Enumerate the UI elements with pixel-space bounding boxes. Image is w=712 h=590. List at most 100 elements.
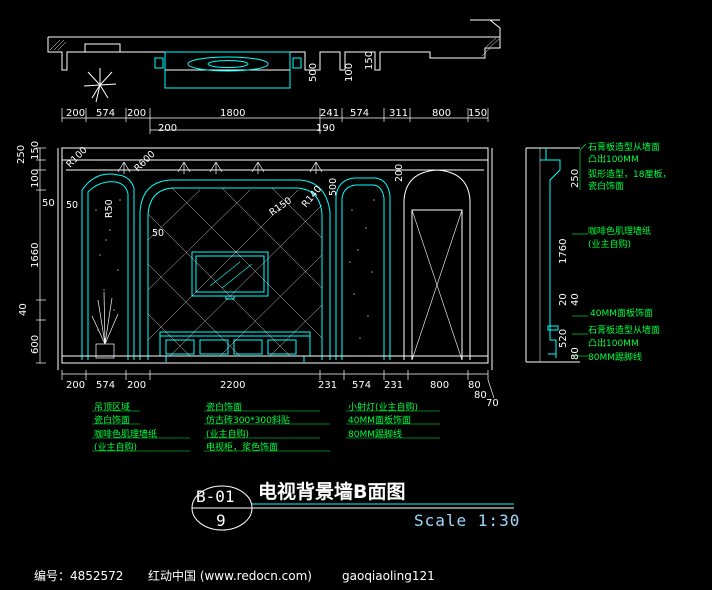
radius-labels: R100 R600 R50 R150 R140 50 50 200 500 bbox=[64, 145, 405, 239]
bottom-dim-574b: 574 bbox=[352, 380, 371, 391]
footer-user: gaoqiaoling121 bbox=[342, 569, 435, 583]
drawing-tag-bottom: 9 bbox=[216, 511, 226, 530]
left-dim-250: 250 bbox=[16, 145, 27, 164]
side-dim-250: 250 bbox=[570, 169, 581, 188]
top-dim-800: 800 bbox=[432, 108, 451, 119]
bottom-dim-70: 70 bbox=[486, 398, 499, 409]
top-dimension-labels: 200 574 200 1800 241 574 311 800 150 200… bbox=[66, 108, 487, 134]
top-dim-row2-190: 190 bbox=[316, 123, 335, 134]
bottom-dim-200b: 200 bbox=[127, 380, 146, 391]
side-note-7: 40MM面板饰面 bbox=[590, 307, 653, 319]
bottom-notes-col3: 小射灯(业主自购) 40MM面板饰面 80MM踢脚线 bbox=[348, 401, 418, 440]
side-note-8: 石膏板造型从墙面 bbox=[588, 324, 660, 336]
bottom-dim-574: 574 bbox=[96, 380, 115, 391]
note-col2-3: (业主自购) bbox=[206, 428, 249, 440]
bottom-dim-231: 231 bbox=[318, 380, 337, 391]
top-dim-200: 200 bbox=[66, 108, 85, 119]
left-dim-40: 40 bbox=[18, 303, 29, 316]
side-dim-40: 40 bbox=[570, 293, 581, 306]
plan-dim-100: 100 bbox=[344, 63, 355, 82]
top-dim-1800: 1800 bbox=[220, 108, 245, 119]
plan-dim-150: 150 bbox=[364, 51, 375, 70]
note-col3-3: 80MM踢脚线 bbox=[348, 428, 402, 440]
left-dim-1660: 1660 bbox=[30, 243, 41, 268]
side-note-5: 咖啡色肌理墙纸 bbox=[588, 225, 651, 237]
title-block: B-01 9 电视背景墙B面图 Scale 1:30 bbox=[191, 480, 520, 531]
note-col2-4: 电视柜，浆色饰面 bbox=[206, 441, 278, 453]
side-note-1: 石膏板造型从墙面 bbox=[588, 141, 660, 153]
potted-plant-icon bbox=[91, 291, 119, 359]
side-notes: 石膏板造型从墙面 凸出100MM 弧形造型，18厘板， 瓷白饰面 咖啡色肌理墙纸… bbox=[588, 141, 671, 363]
top-dim-150: 150 bbox=[468, 108, 487, 119]
note-col1-4: (业主自购) bbox=[94, 441, 137, 453]
side-dim-520: 520 bbox=[558, 329, 569, 348]
left-dimension-labels: 250 150 100 50 1660 40 600 bbox=[16, 141, 55, 354]
note-col1-2: 瓷白饰面 bbox=[94, 414, 130, 426]
side-dim-20: 20 bbox=[558, 293, 569, 306]
plan-vertical-dims: 500 100 150 bbox=[308, 51, 375, 82]
top-dimension-lines bbox=[61, 108, 489, 134]
side-note-10: 80MM踢脚线 bbox=[588, 351, 642, 363]
note-col2-2: 仿古砖300*300斜贴 bbox=[206, 414, 290, 426]
bottom-dim-80: 80 bbox=[468, 380, 481, 391]
label-200-door: 200 bbox=[394, 164, 405, 182]
left-dim-50: 50 bbox=[42, 198, 55, 209]
top-dim-574: 574 bbox=[96, 108, 115, 119]
bottom-dim-200: 200 bbox=[66, 380, 85, 391]
plan-dim-500: 500 bbox=[308, 63, 319, 82]
tile-pattern bbox=[147, 187, 323, 357]
label-500-panel: 500 bbox=[328, 178, 339, 196]
note-col2-1: 瓷白饰面 bbox=[206, 401, 242, 413]
bottom-notes-col1: 吊顶区域 瓷白饰面 咖啡色肌理墙纸 (业主自购) bbox=[94, 401, 157, 453]
note-col3-1: 小射灯(业主自购) bbox=[348, 401, 418, 413]
side-dim-1760: 1760 bbox=[558, 239, 569, 264]
label-50-mid: 50 bbox=[152, 228, 164, 239]
main-elevation bbox=[57, 147, 493, 370]
bottom-notes-col2: 瓷白饰面 仿古砖300*300斜贴 (业主自购) 电视柜，浆色饰面 bbox=[206, 401, 290, 453]
plan-view bbox=[47, 19, 501, 89]
plan-wall-hatch bbox=[49, 37, 500, 57]
drawing-scale: Scale 1:30 bbox=[414, 511, 520, 530]
note-col3-2: 40MM面板饰面 bbox=[348, 414, 411, 426]
wallpaper-texture bbox=[95, 199, 375, 339]
top-dim-311: 311 bbox=[389, 108, 408, 119]
bottom-dimension-lines bbox=[61, 370, 495, 399]
label-50-left: 50 bbox=[66, 200, 78, 211]
side-section bbox=[525, 147, 580, 363]
side-note-9: 凸出100MM bbox=[588, 337, 639, 349]
side-dim-80: 80 bbox=[570, 347, 581, 360]
drawing-title: 电视背景墙B面图 bbox=[258, 480, 405, 503]
footer-site: 红动中国 (www.redocn.com) bbox=[148, 568, 312, 583]
side-leader-lines bbox=[572, 143, 588, 357]
left-dimension-lines bbox=[36, 147, 46, 364]
side-dimension-labels: 250 1760 20 40 520 80 bbox=[558, 169, 581, 360]
bottom-dim-80b: 80 bbox=[474, 390, 487, 401]
side-note-3: 弧形造型，18厘板， bbox=[588, 168, 671, 180]
top-dim-574b: 574 bbox=[350, 108, 369, 119]
footer-id: 编号：4852572 bbox=[34, 568, 123, 583]
side-note-4: 瓷白饰面 bbox=[588, 180, 624, 192]
label-r150: R150 bbox=[267, 195, 294, 218]
bottom-dim-800: 800 bbox=[430, 380, 449, 391]
bottom-dim-231b: 231 bbox=[384, 380, 403, 391]
top-dim-row2-200: 200 bbox=[158, 123, 177, 134]
plan-plant-icon bbox=[83, 68, 117, 103]
side-note-6: (业主自购) bbox=[588, 238, 631, 250]
left-dim-600: 600 bbox=[30, 335, 41, 354]
label-r100: R100 bbox=[64, 145, 89, 170]
left-dim-100: 100 bbox=[30, 169, 41, 188]
left-dim-150: 150 bbox=[30, 141, 41, 160]
spot-lights bbox=[117, 161, 323, 174]
footer: 编号：4852572 红动中国 (www.redocn.com) gaoqiao… bbox=[34, 568, 435, 583]
label-r50: R50 bbox=[104, 199, 115, 218]
bottom-dim-2200: 2200 bbox=[220, 380, 245, 391]
bottom-dimension-labels: 200 574 200 2200 231 574 231 800 80 80 7… bbox=[66, 380, 499, 409]
note-col1-3: 咖啡色肌理墙纸 bbox=[94, 428, 157, 440]
drawing-tag-top: B-01 bbox=[196, 487, 235, 506]
side-note-2: 凸出100MM bbox=[588, 153, 639, 165]
top-dim-241: 241 bbox=[320, 108, 339, 119]
note-col1-1: 吊顶区域 bbox=[94, 401, 130, 413]
bottom-note-leaders bbox=[92, 410, 440, 452]
